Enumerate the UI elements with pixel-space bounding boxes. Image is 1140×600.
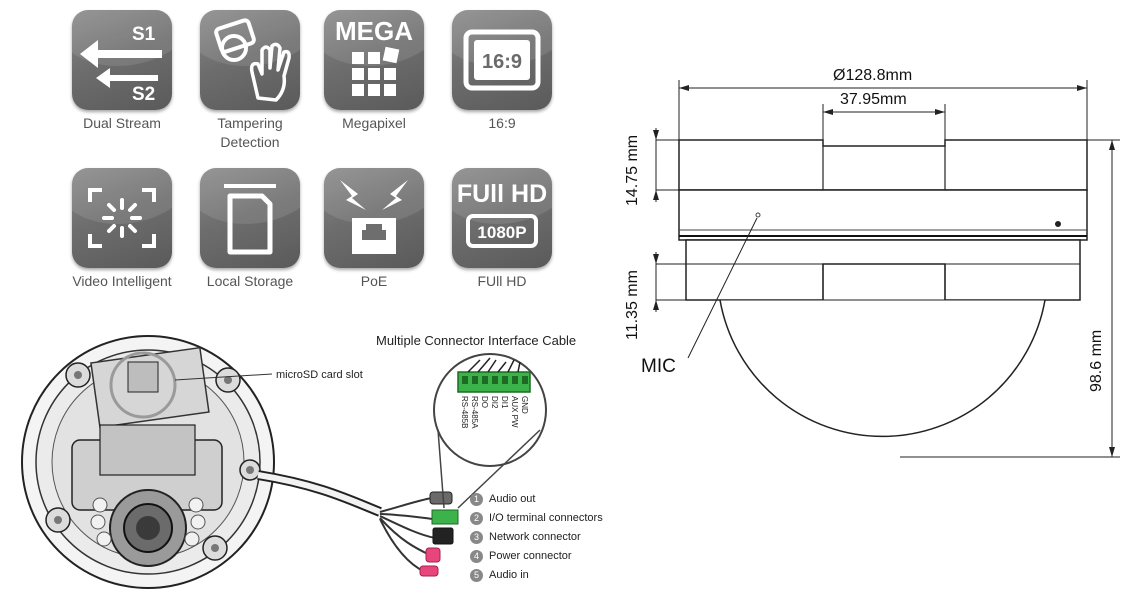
dimension-diameter: Ø128.8mm bbox=[833, 67, 913, 84]
full-hd-text: FUll HD bbox=[457, 180, 547, 208]
legend-item-audio-out: 1 Audio out bbox=[470, 491, 535, 507]
microsd-card-slot bbox=[127, 361, 159, 393]
dimension-drawing bbox=[653, 80, 1120, 458]
dual-stream-s2-text: S2 bbox=[132, 84, 155, 105]
dimension-top-height: 14.75 mm bbox=[624, 134, 641, 206]
feature-tile-tampering bbox=[200, 10, 300, 110]
mic-hole bbox=[755, 212, 761, 218]
terminal-label-rs485a: RS-485A bbox=[470, 396, 479, 429]
feature-caption-tampering: Tampering Detection bbox=[217, 115, 283, 150]
aspect-ratio-icon: 16:9 bbox=[463, 29, 541, 91]
feature-caption-aspect: 16:9 bbox=[488, 115, 516, 131]
legend-label: Network connector bbox=[489, 531, 581, 543]
terminal-label-aux-pw: AUX PW bbox=[510, 396, 519, 428]
legend-number: 1 bbox=[470, 492, 483, 506]
legend-item-io-terminal: 2 I/O terminal connectors bbox=[470, 510, 603, 526]
legend-item-power: 4 Power connector bbox=[470, 548, 572, 564]
microsd-label: microSD card slot bbox=[276, 369, 363, 381]
dual-stream-icon: S1 S2 bbox=[80, 24, 162, 105]
feature-caption-poe: PoE bbox=[360, 273, 388, 289]
megapixel-text: MEGA bbox=[335, 16, 413, 46]
legend-number: 2 bbox=[470, 511, 483, 525]
terminal-label-do: DO bbox=[480, 396, 489, 408]
legend-label: Power connector bbox=[489, 550, 572, 562]
legend-label: I/O terminal connectors bbox=[489, 512, 603, 524]
io-terminal-connector bbox=[431, 509, 459, 525]
full-hd-icon: FUll HD 1080P bbox=[457, 180, 547, 248]
feature-tile-full-hd: FUll HD 1080P bbox=[452, 168, 552, 268]
feature-caption-video-intelligent: Video Intelligent bbox=[72, 273, 172, 289]
legend-number: 4 bbox=[470, 549, 483, 563]
terminal-label-di1: DI1 bbox=[500, 396, 509, 409]
legend-number: 5 bbox=[470, 568, 483, 582]
feature-tile-megapixel: MEGA bbox=[324, 10, 424, 110]
sd-card-icon bbox=[224, 184, 276, 255]
terminal-label-gnd: GND bbox=[520, 396, 529, 414]
video-intelligent-icon bbox=[88, 188, 156, 248]
feature-caption-local-storage: Local Storage bbox=[206, 273, 294, 289]
microsd-leader-line bbox=[174, 373, 273, 381]
feature-tile-video-intelligent bbox=[72, 168, 172, 268]
terminal-label-rs485b: RS-485B bbox=[460, 396, 469, 428]
feature-caption-full-hd: FUll HD bbox=[477, 273, 527, 289]
legend-label: Audio out bbox=[489, 493, 536, 505]
feature-tile-aspect: 16:9 bbox=[452, 10, 552, 110]
legend-number: 3 bbox=[470, 530, 483, 544]
tampering-icon bbox=[214, 18, 291, 102]
legend-item-audio-in: 5 Audio in bbox=[470, 567, 529, 583]
aspect-text: 16:9 bbox=[482, 51, 522, 73]
dimension-total-height: 98.6 mm bbox=[1088, 329, 1105, 392]
mic-label: MIC bbox=[641, 356, 676, 377]
camera-internals-diagram: GND AUX PW DI1 DI2 DO RS-485A RS-485B bbox=[21, 335, 547, 589]
feature-caption-megapixel: Megapixel bbox=[342, 115, 406, 131]
full-hd-resolution-text: 1080P bbox=[477, 223, 526, 242]
feature-tile-dual-stream: S1 S2 bbox=[72, 10, 172, 110]
megapixel-icon: MEGA bbox=[335, 16, 413, 96]
power-connector bbox=[425, 547, 441, 563]
legend-label: Audio in bbox=[489, 569, 529, 581]
dimension-mid-height: 11.35 mm bbox=[624, 270, 641, 340]
feature-tile-local-storage bbox=[200, 168, 300, 268]
microsd-highlight bbox=[109, 351, 177, 419]
legend-item-network: 3 Network connector bbox=[470, 529, 581, 545]
poe-icon bbox=[340, 180, 408, 254]
terminal-label-di2: DI2 bbox=[490, 396, 499, 409]
dual-stream-s1-text: S1 bbox=[132, 24, 156, 45]
screw-hole bbox=[1055, 221, 1061, 227]
cable-title: Multiple Connector Interface Cable bbox=[376, 333, 577, 348]
feature-tile-poe bbox=[324, 168, 424, 268]
dimension-inner-width: 37.95mm bbox=[840, 91, 907, 108]
network-connector bbox=[432, 527, 454, 545]
feature-caption-dual-stream: Dual Stream bbox=[83, 115, 161, 131]
